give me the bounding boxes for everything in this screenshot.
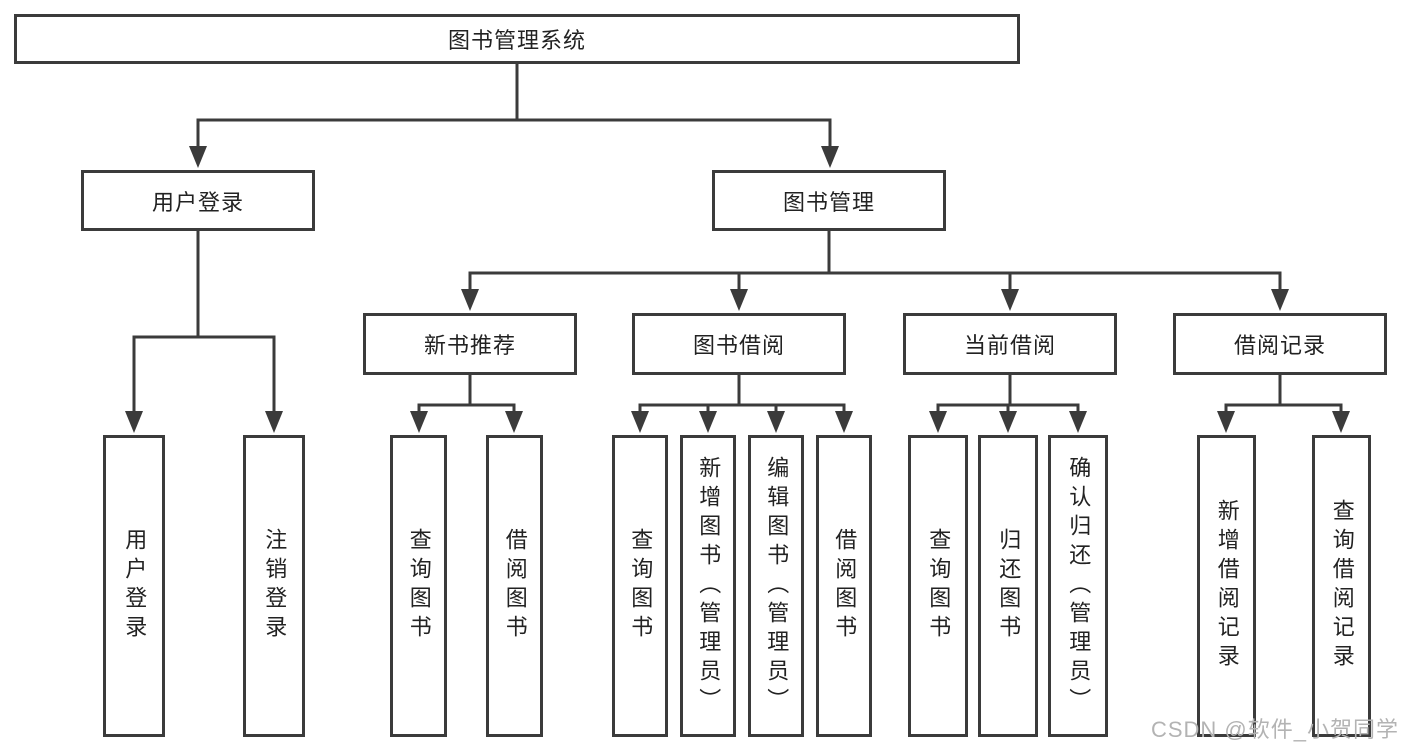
node-label: 注销登录 bbox=[262, 528, 288, 644]
node-label: 图书管理系统 bbox=[447, 28, 586, 53]
node-user-login: 用户登录 bbox=[81, 170, 315, 231]
node-label: 图书借阅 bbox=[692, 333, 785, 358]
node-leaf-logout: 注销登录 bbox=[243, 435, 305, 737]
node-book-borrow: 图书借阅 bbox=[632, 313, 846, 375]
connector-records-to-leaves bbox=[1217, 375, 1350, 433]
node-leaf-add-borrow-record: 新增借阅记录 bbox=[1197, 435, 1256, 737]
node-label: 借阅图书 bbox=[832, 528, 858, 644]
connector-root-to-level2 bbox=[189, 63, 839, 168]
connector-userlogin-to-leaves bbox=[125, 231, 283, 433]
node-label: 借阅图书 bbox=[502, 528, 528, 644]
node-label: 用户登录 bbox=[151, 189, 244, 215]
node-current-borrow: 当前借阅 bbox=[903, 313, 1117, 375]
node-label: 新书推荐 bbox=[423, 333, 516, 358]
connector-current-to-leaves bbox=[929, 375, 1087, 433]
connector-bookmgmt-to-level3 bbox=[461, 231, 1289, 311]
node-leaf-return-books: 归还图书 bbox=[978, 435, 1038, 737]
node-root: 图书管理系统 bbox=[14, 14, 1020, 64]
node-leaf-user-login: 用户登录 bbox=[103, 435, 165, 737]
node-leaf-edit-books-admin: 编辑图书（管理员） bbox=[748, 435, 804, 737]
node-label: 新增借阅记录 bbox=[1214, 499, 1240, 673]
node-label: 归还图书 bbox=[996, 528, 1022, 644]
node-label: 编辑图书（管理员） bbox=[764, 455, 790, 717]
node-label: 当前借阅 bbox=[963, 333, 1056, 358]
node-leaf-add-books-admin: 新增图书（管理员） bbox=[680, 435, 736, 737]
node-label: 新增图书（管理员） bbox=[696, 455, 722, 717]
node-borrow-records: 借阅记录 bbox=[1173, 313, 1387, 375]
node-label: 用户登录 bbox=[122, 528, 148, 644]
node-label: 查询图书 bbox=[926, 528, 952, 644]
node-leaf-confirm-return-admin: 确认归还（管理员） bbox=[1048, 435, 1108, 737]
node-new-book-recommend: 新书推荐 bbox=[363, 313, 577, 375]
node-leaf-query-books-newbook: 查询图书 bbox=[390, 435, 447, 737]
node-leaf-borrow-books-newbook: 借阅图书 bbox=[486, 435, 543, 737]
connector-borrow-to-leaves bbox=[631, 375, 853, 433]
node-label: 图书管理 bbox=[782, 189, 875, 215]
node-label: 确认归还（管理员） bbox=[1066, 455, 1092, 717]
node-leaf-query-books-current: 查询图书 bbox=[908, 435, 968, 737]
node-leaf-query-books-borrow: 查询图书 bbox=[612, 435, 668, 737]
node-book-management: 图书管理 bbox=[712, 170, 946, 231]
watermark: CSDN @软件_小贺同学 bbox=[1150, 717, 1399, 742]
node-label: 借阅记录 bbox=[1233, 333, 1326, 358]
node-leaf-query-borrow-record: 查询借阅记录 bbox=[1312, 435, 1371, 737]
node-label: 查询借阅记录 bbox=[1329, 499, 1355, 673]
node-label: 查询图书 bbox=[406, 528, 432, 644]
connector-newbook-to-leaves bbox=[410, 375, 523, 433]
node-leaf-borrow-books-borrow: 借阅图书 bbox=[816, 435, 872, 737]
node-label: 查询图书 bbox=[628, 528, 654, 644]
